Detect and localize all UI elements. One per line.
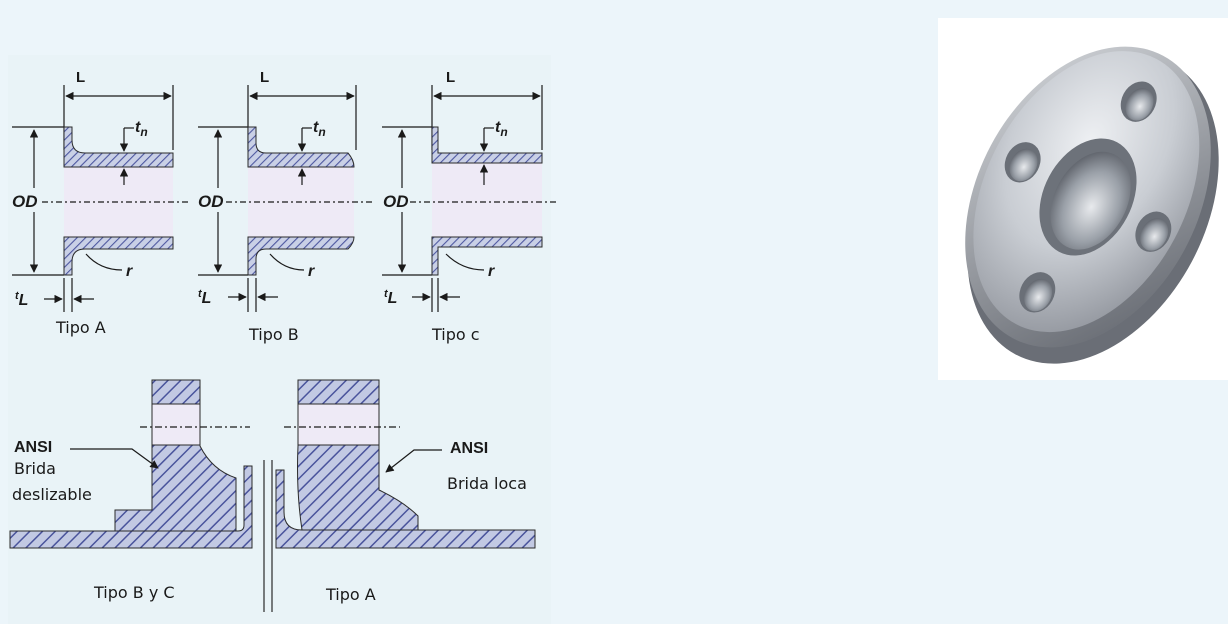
svg-text:tL: tL xyxy=(384,288,397,307)
ansi-label-right: ANSI xyxy=(450,440,488,457)
svg-text:tL: tL xyxy=(198,288,211,307)
caption-type-b-c: Tipo B y C xyxy=(93,583,175,602)
od-label: OD xyxy=(383,192,409,211)
wall-sub: n xyxy=(140,125,147,139)
wall-sub: n xyxy=(500,125,507,139)
radius-label: r xyxy=(308,263,315,280)
svg-text:tn: tn xyxy=(313,119,326,139)
lap-joint-label: Brida loca xyxy=(447,474,527,493)
radius-label: r xyxy=(488,263,495,280)
ansi-label-left: ANSI xyxy=(14,439,52,456)
lap-label: t xyxy=(198,288,203,300)
od-label: OD xyxy=(198,192,224,211)
wall-sub: n xyxy=(318,125,325,139)
wall-label: t xyxy=(495,119,501,136)
lap-sub: L xyxy=(202,290,212,307)
stub-end-type-a: L OD tn r tL Tipo A xyxy=(12,69,190,337)
length-label: L xyxy=(76,69,85,86)
caption-type-a: Tipo A xyxy=(325,585,376,604)
radius-label: r xyxy=(126,263,133,280)
od-label: OD xyxy=(12,192,38,211)
slip-on-label-line1: Brida xyxy=(14,459,56,478)
length-label: L xyxy=(446,69,455,86)
type-label-b: Tipo B xyxy=(248,325,299,344)
lap-label: t xyxy=(15,290,20,302)
svg-text:tL: tL xyxy=(15,290,28,309)
stub-end-type-c: L OD tn r tL Tipo c xyxy=(382,69,556,344)
wall-label: t xyxy=(313,119,319,136)
flange-photo xyxy=(965,46,1219,364)
lap-label: t xyxy=(384,288,389,300)
wall-label: t xyxy=(135,119,141,136)
type-label-c: Tipo c xyxy=(431,325,480,344)
svg-text:tn: tn xyxy=(135,119,148,139)
type-label-a: Tipo A xyxy=(55,318,106,337)
slip-on-label-line2: deslizable xyxy=(12,485,92,504)
lower-assembly: ANSI ANSI Brida deslizable Brida loca Ti… xyxy=(9,379,536,612)
stub-end-type-b: L OD tn r tL Tipo B xyxy=(198,69,372,344)
length-label: L xyxy=(260,69,269,86)
lap-sub: L xyxy=(19,292,29,309)
lap-sub: L xyxy=(388,290,398,307)
svg-text:tn: tn xyxy=(495,119,508,139)
